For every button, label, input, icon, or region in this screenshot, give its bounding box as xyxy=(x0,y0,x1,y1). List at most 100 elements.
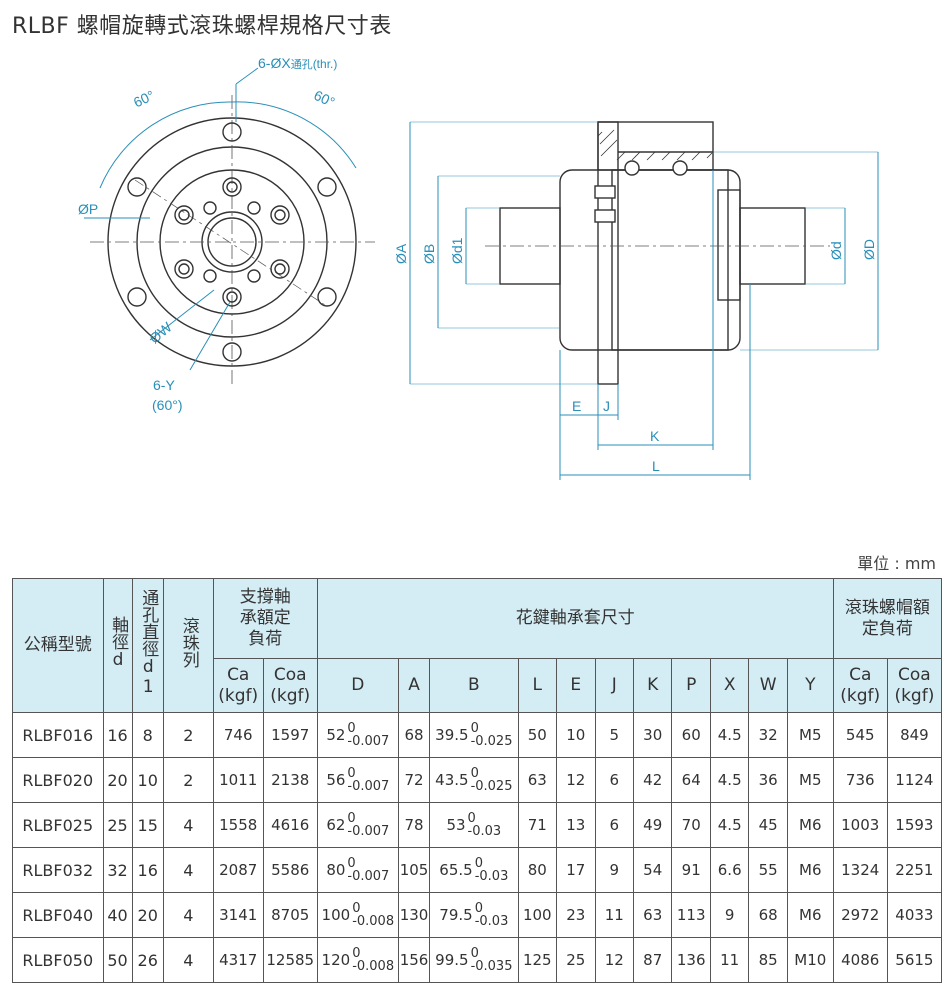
spec-table: 公稱型號 軸徑d 通孔直徑d1 滾珠列 支撐軸承額定負荷 花鍵軸承套尺寸 滾珠螺… xyxy=(12,578,943,983)
cell-coa: 8705 xyxy=(262,892,318,938)
header-nut-coa-text: Coa xyxy=(898,664,931,685)
d1-label: Ød1 xyxy=(449,237,465,264)
cell-Y: M5 xyxy=(786,712,834,758)
cell-B-upper: 0 xyxy=(474,901,483,916)
angle-right-label: 60° xyxy=(311,87,337,110)
cell-nut-coa: 849 xyxy=(886,712,943,758)
cell-B-value: 65.5 xyxy=(439,861,473,879)
header-shaft-text: 軸徑d xyxy=(108,615,129,670)
cell-model: RLBF040 xyxy=(12,892,104,938)
header-coa-text: Coa xyxy=(273,664,307,685)
cell-B-value: 53 xyxy=(446,816,466,834)
cell-ca: 746 xyxy=(212,712,264,758)
cell-K: 49 xyxy=(632,802,673,848)
cell-P: 60 xyxy=(671,712,711,758)
cell-ca: 1011 xyxy=(212,757,264,803)
cell-J: 9 xyxy=(594,847,634,893)
cell-d: 25 xyxy=(102,802,133,848)
cell-nut-ca: 545 xyxy=(832,712,888,758)
cell-L: 50 xyxy=(517,712,558,758)
header-col-W: W xyxy=(748,658,788,713)
header-nut: 滾珠螺帽額定負荷 xyxy=(832,578,943,659)
flange-hole xyxy=(222,122,242,142)
cell-nut-ca: 4086 xyxy=(832,937,888,983)
cell-D-value: 80 xyxy=(326,861,346,879)
cell-B-upper: 0 xyxy=(467,811,476,826)
cell-A: 130 xyxy=(397,892,431,938)
header-col-L: L xyxy=(517,658,558,713)
cell-model: RLBF050 xyxy=(12,937,104,983)
cell-nut-ca: 1003 xyxy=(832,802,888,848)
header-ca-text: Ca xyxy=(227,664,250,685)
cell-rows: 4 xyxy=(162,937,214,983)
cell-model: RLBF025 xyxy=(12,802,104,848)
cell-D-upper: 0 xyxy=(352,946,361,961)
cell-K: 63 xyxy=(632,892,673,938)
cell-X: 9 xyxy=(709,892,750,938)
cell-L: 63 xyxy=(517,757,558,803)
cell-d: 40 xyxy=(102,892,133,938)
cell-D-value: 52 xyxy=(326,726,346,744)
b-label: ØB xyxy=(421,244,437,264)
cell-D-upper: 0 xyxy=(352,901,361,916)
e-label: E xyxy=(572,398,581,414)
cell-rows: 4 xyxy=(162,802,214,848)
cell-W: 85 xyxy=(748,937,788,983)
cell-D-lower: -0.007 xyxy=(347,824,390,839)
cell-d1: 26 xyxy=(131,937,164,983)
cell-Y: M6 xyxy=(786,892,834,938)
cell-D-lower: -0.008 xyxy=(352,959,395,974)
cell-K: 54 xyxy=(632,847,673,893)
cell-nut-coa: 5615 xyxy=(886,937,943,983)
cell-d: 32 xyxy=(102,847,133,893)
cell-ca: 1558 xyxy=(212,802,264,848)
page-title: RLBF 螺帽旋轉式滾珠螺桿規格尺寸表 xyxy=(12,14,392,39)
flange-hole xyxy=(127,177,147,197)
cell-Y: M10 xyxy=(786,937,834,983)
cell-model: RLBF032 xyxy=(12,847,104,893)
cell-coa: 12585 xyxy=(262,937,318,983)
k-label: K xyxy=(650,428,660,444)
cell-nut-coa: 1593 xyxy=(886,802,943,848)
cell-coa: 4616 xyxy=(262,802,318,848)
cell-D-value: 100 xyxy=(321,906,351,924)
cell-D-lower: -0.008 xyxy=(352,914,395,929)
cell-A: 72 xyxy=(397,757,431,803)
header-nut-ca-unit: (kgf) xyxy=(840,685,881,706)
cell-E: 13 xyxy=(556,802,596,848)
cell-d: 16 xyxy=(102,712,133,758)
cell-K: 87 xyxy=(632,937,673,983)
cell-D-lower: -0.007 xyxy=(347,779,390,794)
header-spline: 花鍵軸承套尺寸 xyxy=(316,578,834,659)
cell-model: RLBF020 xyxy=(12,757,104,803)
cell-B-lower: -0.035 xyxy=(470,959,513,974)
header-shaft: 軸徑d xyxy=(102,578,133,713)
cell-nut-ca: 736 xyxy=(832,757,888,803)
cell-nut-ca: 1324 xyxy=(832,847,888,893)
cell-D-upper: 0 xyxy=(347,721,356,736)
cell-nut-coa: 2251 xyxy=(886,847,943,893)
cell-W: 68 xyxy=(748,892,788,938)
cell-D-lower: -0.007 xyxy=(347,734,390,749)
cell-D-value: 56 xyxy=(326,771,346,789)
cell-J: 12 xyxy=(594,937,634,983)
cell-E: 17 xyxy=(556,847,596,893)
header-nut-ca: Ca(kgf) xyxy=(832,658,888,713)
cell-P: 64 xyxy=(671,757,711,803)
cell-E: 23 xyxy=(556,892,596,938)
cell-B-lower: -0.025 xyxy=(470,734,513,749)
header-rows: 滾珠列 xyxy=(162,578,214,713)
header-nut-coa-unit: (kgf) xyxy=(894,685,935,706)
cell-B-upper: 0 xyxy=(470,721,479,736)
cell-ca: 4317 xyxy=(212,937,264,983)
cell-E: 12 xyxy=(556,757,596,803)
